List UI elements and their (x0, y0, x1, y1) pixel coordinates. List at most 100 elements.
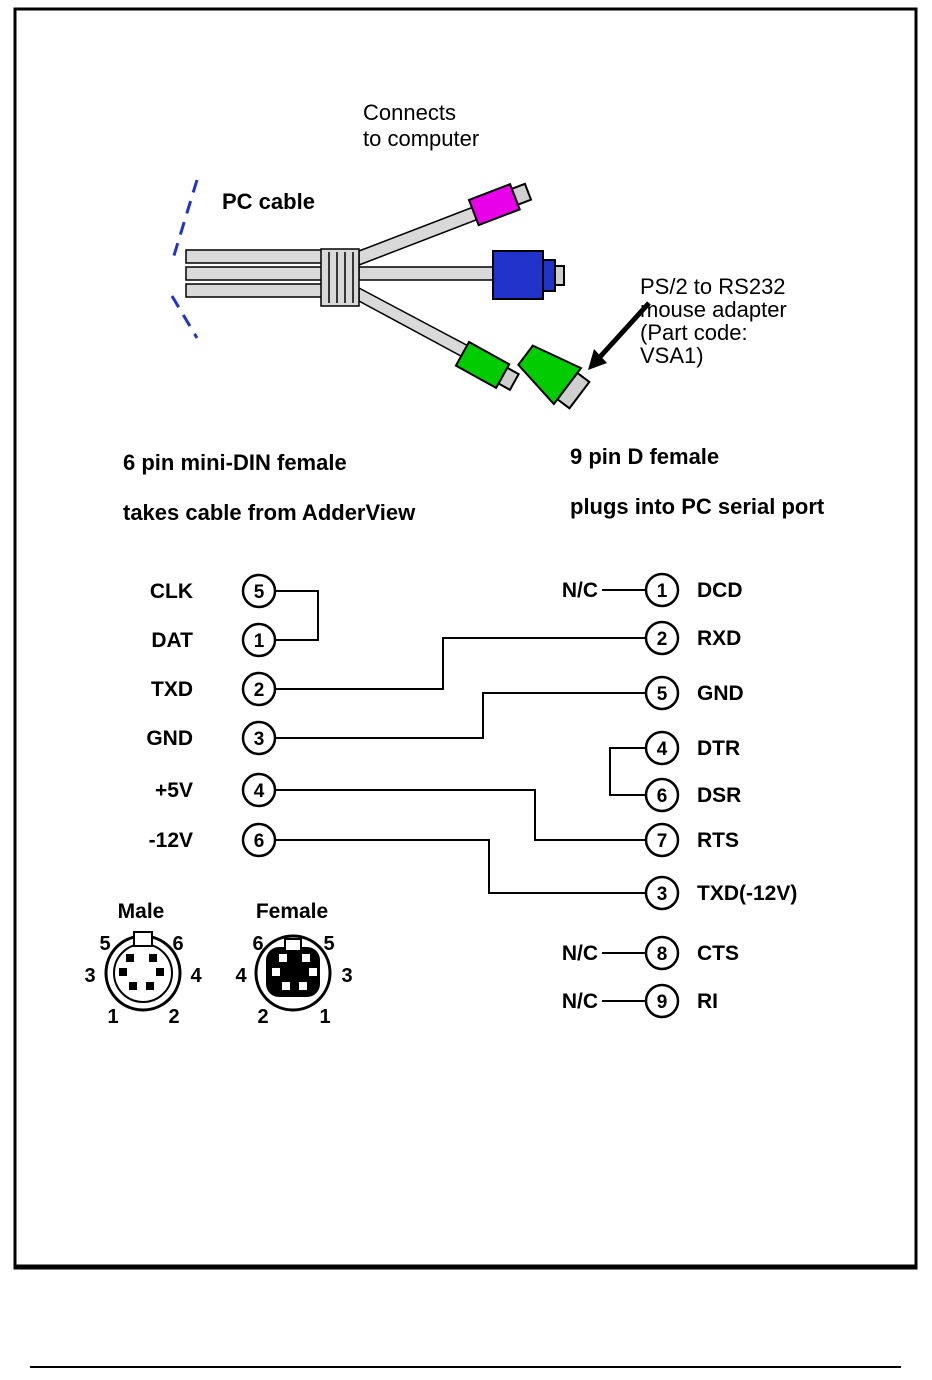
left-pin-row-txd: TXD 2 (151, 671, 277, 707)
pinout-right: N/C 1 DCD 2 RXD 5 GND 4 DTR 6 DSR 7 (562, 572, 797, 1019)
male-keyway (133, 931, 153, 947)
left-pin-circle-2 (241, 671, 277, 707)
female-hole-2 (282, 982, 290, 990)
adapter-label-line3: (Part code: (640, 320, 748, 345)
connects-label-line1: Connects (363, 100, 456, 125)
left-header-line2: takes cable from AdderView (123, 500, 416, 525)
right-pin-label-ri: RI (697, 990, 718, 1013)
female-hole-5 (302, 954, 310, 962)
mouse-adapter-body (517, 344, 583, 406)
right-pin-row-dcd: N/C 1 DCD (562, 572, 743, 608)
left-pin-circle-3 (241, 720, 277, 756)
right-pin-circle-8 (644, 935, 680, 971)
male-pin-2 (146, 982, 154, 990)
left-pin-label-12v: -12V (149, 829, 193, 852)
left-pin-number-2: 2 (254, 680, 265, 701)
right-pin-number-6: 6 (657, 786, 668, 807)
wire-12v-txd (275, 839, 646, 894)
left-pin-row-gnd: GND 3 (146, 720, 277, 756)
right-pin-row-cts: N/C 8 CTS (562, 935, 739, 971)
female-hole-4 (272, 968, 280, 976)
right-header-line1: 9 pin D female (570, 444, 719, 469)
mouse-adapter (517, 344, 591, 410)
connects-label-line2: to computer (363, 126, 479, 151)
left-pin-row-dat: DAT 1 (151, 622, 277, 658)
female-mini-din-diagram: 6 5 4 3 2 1 (235, 933, 352, 1028)
mouse-connector (454, 340, 521, 392)
video-connector-tip (554, 265, 565, 286)
right-pin-row-rxd: 2 RXD (644, 620, 741, 656)
adapter-label-line4: VSA1) (640, 343, 704, 368)
wire-txd-rxd (275, 637, 646, 690)
right-pin-circle-9 (644, 983, 680, 1019)
cable-cut-dash-bottom (170, 295, 199, 339)
female-pin-number-2: 2 (257, 1006, 268, 1028)
right-pin-circle-6 (644, 777, 680, 813)
right-pin-number-3: 3 (657, 884, 668, 905)
male-pin-number-2: 2 (168, 1006, 179, 1028)
left-pin-circle-1 (241, 622, 277, 658)
right-pin-label-txd12v: TXD(-12V) (697, 882, 797, 905)
right-pin-circle-2 (644, 620, 680, 656)
mouse-connector-tip (497, 366, 521, 392)
mouse-adapter-tip (556, 371, 591, 410)
female-keyway (284, 938, 302, 952)
right-pin-number-4: 4 (657, 739, 668, 760)
right-pin-row-ri: N/C 9 RI (562, 983, 718, 1019)
right-pin-label-dcd: DCD (697, 579, 743, 602)
right-pin-circle-7 (644, 822, 680, 858)
page-border (13, 7, 918, 1368)
cable-strip-middle (185, 266, 325, 281)
male-pin-5 (126, 954, 134, 962)
cable-strip-bottom (185, 283, 325, 298)
male-pin-3 (119, 968, 127, 976)
cable-strip-top (185, 249, 325, 264)
right-pin-circle-5 (644, 675, 680, 711)
left-pin-label-txd: TXD (151, 678, 193, 701)
right-pin-number-9: 9 (657, 992, 668, 1013)
female-pin-number-5: 5 (323, 933, 334, 955)
left-pin-circle-4 (241, 772, 277, 808)
wire-gnd-gnd (275, 692, 646, 739)
male-pin-6 (149, 954, 157, 962)
right-pin-row-gnd: 5 GND (644, 675, 744, 711)
left-pin-row-5v: +5V 4 (155, 772, 277, 808)
left-pin-number-5: 5 (254, 582, 265, 603)
left-pin-row-12v: -12V 6 (149, 822, 277, 858)
male-shell (104, 934, 182, 1012)
wires (275, 589, 646, 1002)
left-pin-row-clk: CLK 5 (150, 573, 277, 609)
right-pin-number-5: 5 (657, 684, 668, 705)
right-pin-label-rxd: RXD (697, 627, 741, 650)
left-pin-number-4: 4 (254, 781, 265, 802)
right-pin-number-2: 2 (657, 629, 668, 650)
female-holes (272, 954, 317, 990)
right-pin-circle-1 (644, 572, 680, 608)
nc-label-dcd: N/C (562, 579, 598, 602)
cable-illustration (170, 179, 651, 410)
adapter-label-line1: PS/2 to RS232 (640, 274, 786, 299)
right-pin-circle-3 (644, 875, 680, 911)
left-pin-label-gnd: GND (146, 727, 193, 750)
female-label: Female (256, 900, 328, 923)
female-hole-1 (299, 982, 307, 990)
keyboard-connector-tip (510, 182, 533, 206)
right-pin-number-8: 8 (657, 944, 668, 965)
cable-cut-dash-top (170, 179, 199, 263)
left-pin-number-1: 1 (254, 631, 265, 652)
right-pin-row-rts: 7 RTS (644, 822, 739, 858)
adapter-arrow (588, 301, 651, 370)
left-pin-label-dat: DAT (151, 629, 193, 652)
right-pin-circle-4 (644, 730, 680, 766)
adapter-label-line2: mouse adapter (640, 297, 787, 322)
male-pin-number-3: 3 (84, 965, 95, 987)
video-connector-body (492, 250, 544, 300)
right-pin-label-gnd: GND (697, 682, 744, 705)
adapter-arrow-shaft (597, 301, 651, 360)
wire-clk-dat (275, 590, 319, 641)
male-mini-din-diagram: 5 6 3 4 1 2 (84, 931, 202, 1028)
right-header-line2: plugs into PC serial port (570, 494, 825, 519)
right-pin-row-dtr: 4 DTR (644, 730, 740, 766)
male-pin-1 (129, 982, 137, 990)
